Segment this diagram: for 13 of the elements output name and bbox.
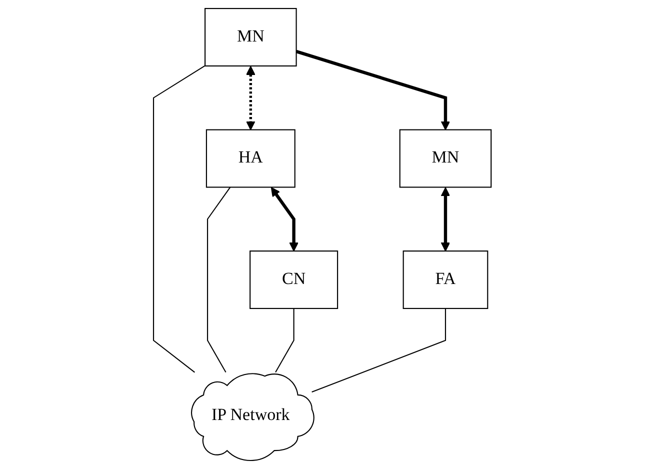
connector — [153, 65, 206, 373]
node-box: MN — [400, 129, 492, 188]
node-box: HA — [206, 129, 296, 188]
connector — [312, 308, 446, 393]
arrow — [441, 187, 450, 252]
node-box: MN — [204, 8, 297, 66]
arrow — [271, 187, 299, 252]
arrow — [296, 50, 450, 130]
arrow — [246, 66, 256, 130]
node-box: CN — [250, 250, 338, 309]
connector — [207, 186, 231, 373]
node-box: FA — [402, 250, 488, 309]
connector — [275, 308, 295, 373]
